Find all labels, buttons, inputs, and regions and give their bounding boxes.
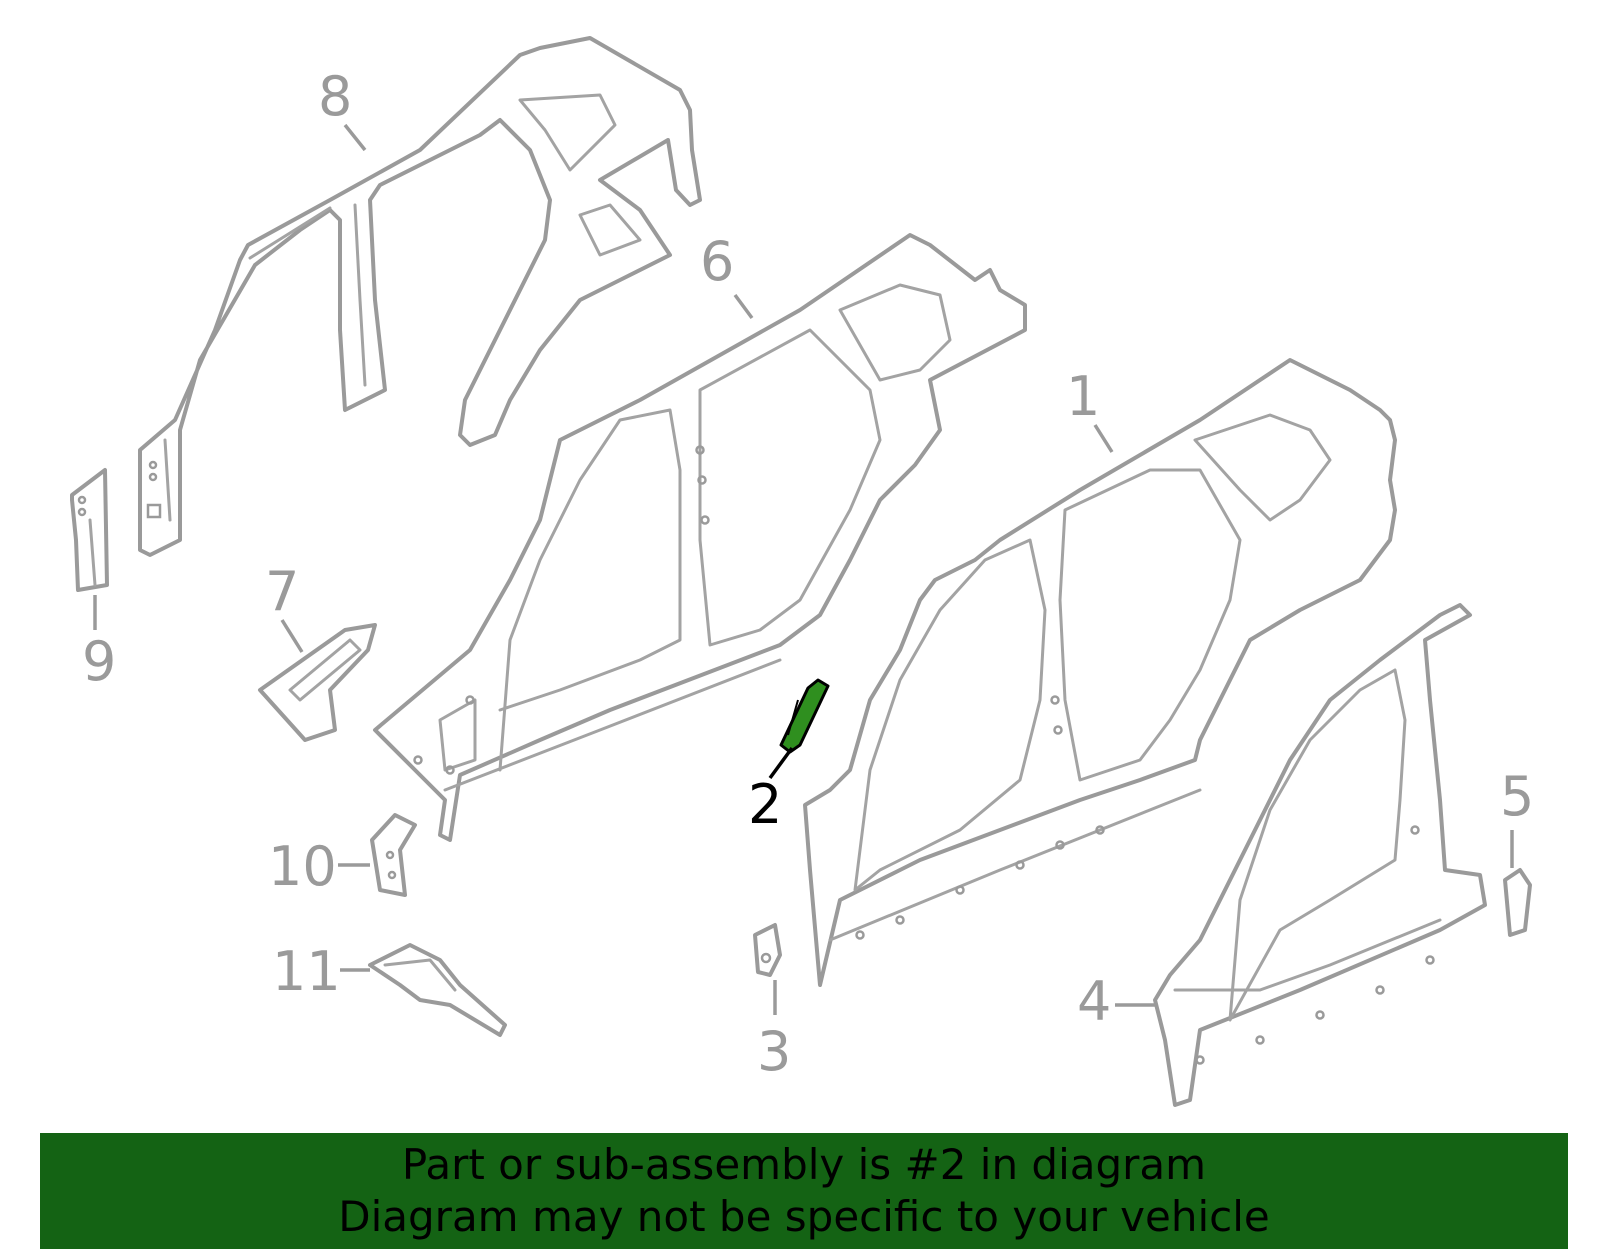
part-4-outline[interactable] (1153, 603, 1487, 1107)
part-2-highlight[interactable] (779, 678, 830, 754)
info-banner: Part or sub-assembly is #2 in diagram Di… (40, 1133, 1568, 1249)
callout-7: 7 (265, 560, 299, 623)
callout-9: 9 (82, 630, 116, 693)
parts-diagram: 8 6 1 7 9 10 11 3 4 5 2 (70, 36, 1534, 1107)
callout-labels: 8 6 1 7 9 10 11 3 4 5 2 (82, 65, 1534, 1083)
callout-4: 4 (1077, 970, 1111, 1033)
part-5-outline[interactable] (1503, 868, 1532, 937)
part-9-outline[interactable] (70, 468, 109, 592)
part-6-outline[interactable] (373, 233, 1027, 842)
callout-5: 5 (1500, 765, 1534, 828)
part-11-outline[interactable] (368, 943, 507, 1037)
part-8-outline[interactable] (138, 36, 702, 557)
callout-1: 1 (1066, 365, 1100, 428)
part-10-outline[interactable] (370, 813, 417, 897)
leader-lines (93, 123, 1514, 1015)
banner-line-2: Diagram may not be specific to your vehi… (338, 1192, 1270, 1241)
callout-11: 11 (272, 940, 341, 1003)
callout-2: 2 (748, 773, 782, 836)
callout-3: 3 (757, 1020, 791, 1083)
part-3-outline[interactable] (753, 923, 782, 977)
callout-10: 10 (268, 835, 337, 898)
part-7-outline[interactable] (258, 623, 377, 742)
banner-line-1: Part or sub-assembly is #2 in diagram (401, 1140, 1207, 1189)
callout-8: 8 (318, 65, 352, 128)
part-1-outline[interactable] (803, 358, 1397, 987)
callout-6: 6 (700, 230, 734, 293)
